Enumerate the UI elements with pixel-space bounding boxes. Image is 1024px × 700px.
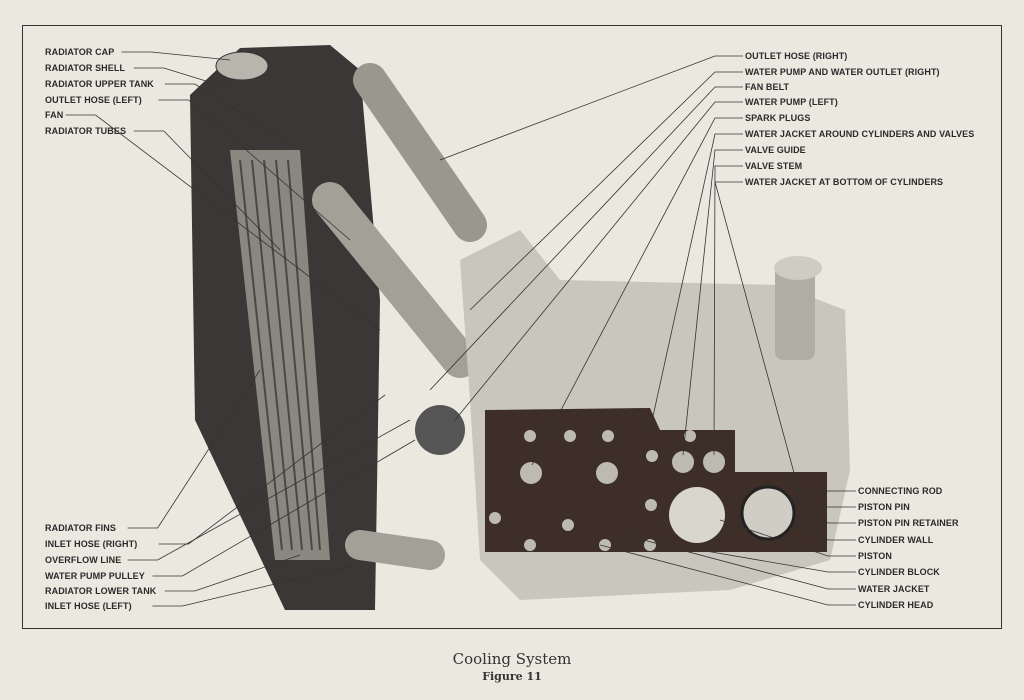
callout-label: INLET HOSE (RIGHT) <box>45 539 138 549</box>
callout-label: RADIATOR UPPER TANK <box>45 79 154 89</box>
callout-label: WATER JACKET AT BOTTOM OF CYLINDERS <box>745 177 944 187</box>
callout-label: RADIATOR FINS <box>45 523 116 533</box>
leader-line <box>65 114 381 331</box>
leader-line <box>794 519 856 541</box>
callout-label: WATER PUMP PULLEY <box>45 571 145 581</box>
callout-label: WATER PUMP AND WATER OUTLET (RIGHT) <box>745 67 940 77</box>
leader-line <box>133 130 281 251</box>
leader-line <box>531 117 743 466</box>
leader-line <box>799 504 856 508</box>
leader-line <box>789 490 856 501</box>
figure-frame <box>22 25 1002 629</box>
leader-line <box>804 511 856 524</box>
figure-title: Cooling System <box>452 650 572 668</box>
callout-label: PISTON PIN RETAINER <box>858 518 959 528</box>
leader-line <box>439 55 743 161</box>
leader-line <box>152 439 416 577</box>
leader-line <box>713 165 743 456</box>
callout-label: RADIATOR LOWER TANK <box>45 586 157 596</box>
leader-line <box>152 564 356 607</box>
callout-label: CYLINDER WALL <box>858 535 934 545</box>
leader-lines <box>65 51 856 607</box>
callout-label: OUTLET HOSE (RIGHT) <box>745 51 848 61</box>
callout-label: WATER PUMP (LEFT) <box>745 97 838 107</box>
leader-line <box>121 51 231 61</box>
callout-label: CYLINDER HEAD <box>858 600 934 610</box>
leader-line <box>469 71 743 311</box>
callout-label: RADIATOR TUBES <box>45 126 127 136</box>
leader-line <box>158 99 351 241</box>
callout-label: RADIATOR SHELL <box>45 63 126 73</box>
callout-label: VALVE STEM <box>745 161 803 171</box>
leader-line <box>714 181 801 496</box>
callout-label: OUTLET HOSE (LEFT) <box>45 95 142 105</box>
leader-line <box>719 519 856 557</box>
leader-line <box>624 534 856 590</box>
callout-label: VALVE GUIDE <box>745 145 806 155</box>
leader-line <box>127 419 411 561</box>
figure-number: Figure 11 <box>482 670 542 683</box>
callout-label: FAN BELT <box>745 82 790 92</box>
callout-label: INLET HOSE (LEFT) <box>45 601 132 611</box>
leader-line <box>158 394 386 545</box>
callout-label: FAN <box>45 110 64 120</box>
callout-label: PISTON PIN <box>858 502 910 512</box>
leader-line <box>133 67 236 91</box>
leader-line <box>699 549 856 573</box>
leader-line <box>649 133 743 431</box>
callout-label: OVERFLOW LINE <box>45 555 122 565</box>
callout-label: CONNECTING ROD <box>858 486 943 496</box>
leader-line <box>429 86 743 391</box>
leader-line <box>454 101 743 421</box>
engine-block <box>415 230 850 600</box>
callout-label: SPARK PLUGS <box>745 113 811 123</box>
callout-label: CYLINDER BLOCK <box>858 567 940 577</box>
leader-line <box>682 149 743 456</box>
leader-line <box>599 544 856 606</box>
leader-line <box>164 554 301 592</box>
callout-label: RADIATOR CAP <box>45 47 115 57</box>
leader-line <box>164 83 301 151</box>
hoses <box>312 63 487 570</box>
radiator <box>190 45 380 610</box>
leader-line <box>127 369 261 529</box>
callout-label: WATER JACKET <box>858 584 930 594</box>
callout-label: PISTON <box>858 551 892 561</box>
callout-label: WATER JACKET AROUND CYLINDERS AND VALVES <box>745 129 975 139</box>
